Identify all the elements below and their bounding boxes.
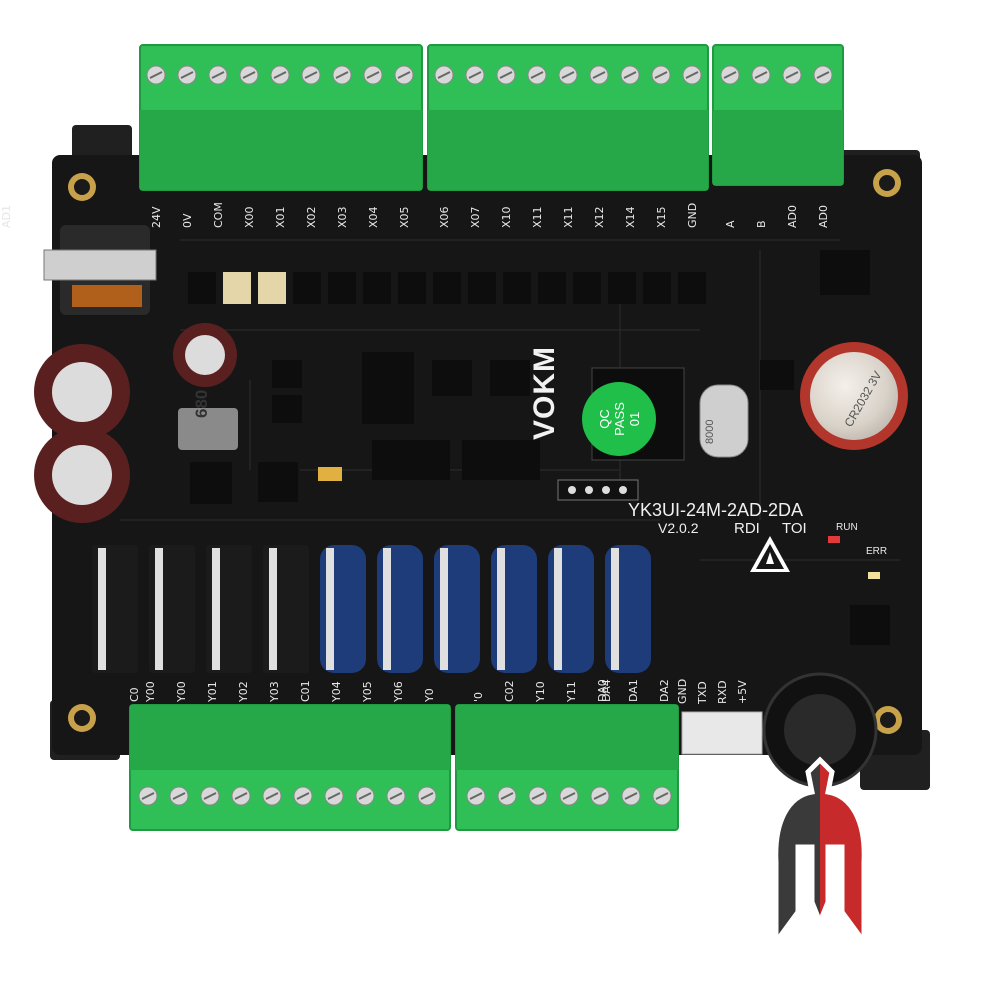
input-optocoupler (538, 272, 566, 304)
bottom-terminal-label: DA1 (627, 679, 640, 702)
bottom-terminal-label: DA4 (600, 679, 613, 702)
bottom-terminal-label: Y11 (565, 681, 578, 702)
relay-lead (155, 548, 163, 670)
input-optocoupler (643, 272, 671, 304)
bottom-terminal-label: Y10 (534, 681, 547, 702)
qc-line1: QC (596, 409, 612, 429)
relay-lead (440, 548, 448, 670)
esd-warning-icon (750, 536, 790, 572)
input-optocoupler (503, 272, 531, 304)
top-terminal-label: AD0 (786, 205, 799, 228)
top-terminal-label: X12 (593, 206, 606, 228)
top-terminal-label: X04 (367, 206, 380, 228)
bottom-terminal-label: C0 (128, 687, 141, 702)
top-terminal-label: X10 (500, 206, 513, 228)
bottom-terminal-label: Y00 (175, 681, 188, 702)
input-optocoupler (433, 272, 461, 304)
bottom-terminal-label: Y02 (237, 681, 250, 702)
top-terminal-label: X03 (336, 206, 349, 228)
input-optocoupler (573, 272, 601, 304)
bottom-terminal-label: Y05 (361, 681, 374, 702)
qc-line2: PASS (611, 402, 627, 436)
rdi-text: RDI (734, 520, 760, 537)
bottom-terminal-label: Y03 (268, 681, 281, 702)
bottom-terminal-label: Y01 (206, 681, 219, 702)
relay-lead (554, 548, 562, 670)
top-terminal-label: 0V (181, 213, 194, 228)
top-terminal-label: X05 (398, 206, 411, 228)
qc-pass-sticker: QC PASS 01 (582, 382, 656, 456)
relay-lead (497, 548, 505, 670)
version-text: V2.0.2 (658, 520, 699, 536)
bottom-terminal-label: DA2 (658, 679, 671, 702)
top-terminal-label: X11 (531, 206, 544, 228)
top-terminal-label: AD0 (817, 205, 830, 228)
serial-port-label: GND (676, 678, 689, 704)
bottom-terminal-label: Y0 (423, 688, 436, 702)
top-terminal-label: GND (686, 202, 699, 228)
top-terminal-label: B (755, 220, 768, 228)
toi-text: TOI (782, 520, 807, 537)
input-optocoupler (188, 272, 216, 304)
bottom-terminal-label: C01 (299, 680, 312, 702)
top-terminal-label: COM (212, 202, 225, 228)
input-optocoupler (398, 272, 426, 304)
relay-lead (611, 548, 619, 670)
input-optocoupler (363, 272, 391, 304)
serial-port-label: RXD (716, 680, 729, 704)
inductor-label: 680 (192, 389, 211, 418)
top-terminal-label: X02 (305, 206, 318, 228)
qc-line3: 01 (626, 411, 642, 427)
input-optocoupler (678, 272, 706, 304)
relay-lead (326, 548, 334, 670)
spartan-helmet-logo-icon (773, 756, 867, 950)
bottom-terminal-label: Y00 (144, 681, 157, 702)
top-terminal-label: AD1 (0, 205, 13, 228)
top-terminal-label: X06 (438, 206, 451, 228)
input-optocoupler (608, 272, 636, 304)
input-optocoupler (223, 272, 251, 304)
serial-port-label: TXD (696, 681, 709, 704)
input-optocoupler (468, 272, 496, 304)
top-terminal-label: X00 (243, 206, 256, 228)
serial-port-label: +5V (736, 680, 749, 704)
relay-lead (212, 548, 220, 670)
input-optocoupler (328, 272, 356, 304)
relay-lead (269, 548, 277, 670)
brand-text: VOKM (528, 346, 561, 440)
coin-cell-battery: CR2032 3V (800, 342, 908, 450)
top-terminal-label: A (724, 220, 737, 228)
bottom-terminal-label: C02 (503, 680, 516, 702)
bottom-terminal-label: Y04 (330, 681, 343, 702)
top-terminal-label: X01 (274, 206, 287, 228)
input-optocoupler (293, 272, 321, 304)
status-led-err-label: ERR (866, 546, 888, 557)
bottom-terminal-label: Y06 (392, 681, 405, 702)
bottom-terminal-label: '0 (472, 691, 485, 702)
top-terminal-label: 24V (150, 206, 163, 228)
relay-lead (98, 548, 106, 670)
status-led-run-label: RUN (836, 522, 858, 533)
battery-label: CR2032 3V (841, 368, 885, 430)
top-terminal-label: X11 (562, 206, 575, 228)
input-optocoupler (258, 272, 286, 304)
top-terminal-label: X07 (469, 206, 482, 228)
top-terminal-label: X14 (624, 206, 637, 228)
top-terminal-label: X15 (655, 206, 668, 228)
crystal-label: 8000 (704, 419, 716, 444)
relay-lead (383, 548, 391, 670)
model-text: YK3UI-24M-2AD-2DA (628, 500, 804, 520)
